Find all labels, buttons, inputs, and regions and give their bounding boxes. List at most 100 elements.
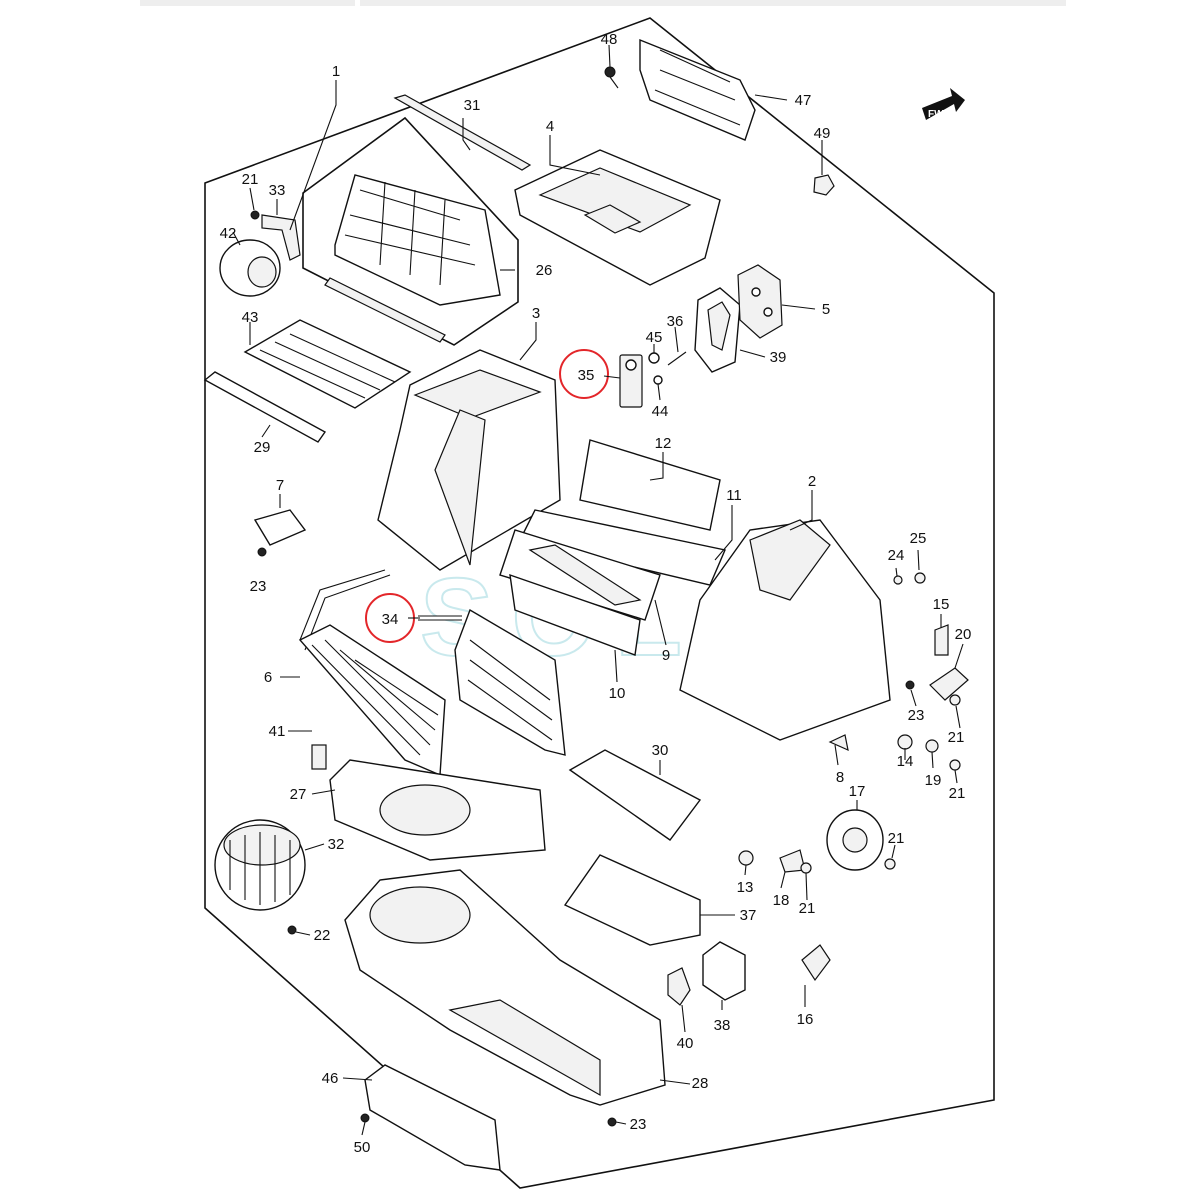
leader-lines (232, 44, 964, 1136)
label-part-48[interactable]: 48 (601, 31, 618, 48)
label-part-1[interactable]: 1 (332, 63, 340, 80)
part-39-shape (694, 287, 741, 373)
label-part-36[interactable]: 36 (667, 313, 684, 330)
fwd-arrow-icon: FWD (922, 88, 965, 120)
part-10-shape (509, 573, 641, 656)
part-9-shape (499, 529, 661, 621)
label-part-43[interactable]: 43 (242, 309, 259, 326)
top-strip-right (360, 0, 1066, 6)
label-part-21-right-b[interactable]: 21 (949, 785, 966, 802)
label-part-7[interactable]: 7 (276, 477, 284, 494)
label-part-11[interactable]: 11 (726, 487, 742, 504)
part-27-shape (329, 759, 546, 861)
part-3-shape (377, 349, 561, 571)
label-part-30[interactable]: 30 (652, 742, 669, 759)
label-part-14[interactable]: 14 (897, 753, 914, 770)
part-11-shape (518, 509, 726, 586)
part-30-shape (568, 749, 702, 841)
part-45-shape (648, 352, 660, 364)
label-part-17[interactable]: 17 (849, 783, 866, 800)
part-6-shape (298, 624, 446, 777)
evaporator-piping-shape (299, 569, 391, 651)
part-49-shape (813, 174, 835, 196)
label-part-15[interactable]: 15 (933, 596, 950, 613)
label-part-21-top[interactable]: 21 (242, 171, 259, 188)
label-part-37[interactable]: 37 (740, 907, 757, 924)
part-28-shape (344, 869, 666, 1106)
label-part-29[interactable]: 29 (254, 439, 271, 456)
label-part-8[interactable]: 8 (836, 769, 844, 786)
label-part-9[interactable]: 9 (662, 647, 670, 664)
part-41-shape (311, 744, 327, 770)
part-36-shape (667, 351, 687, 366)
label-part-20[interactable]: 20 (955, 626, 972, 643)
label-part-35[interactable]: 35 (578, 367, 595, 384)
part-47-shape (639, 38, 756, 141)
label-part-23-right[interactable]: 23 (908, 707, 925, 724)
label-part-21-right-a[interactable]: 21 (948, 729, 965, 746)
filter-housing-frame (302, 116, 519, 346)
assembly-frame (204, 17, 995, 1189)
part-35-shape (619, 354, 643, 408)
part-37-shape (563, 854, 701, 946)
label-part-21-bottom[interactable]: 21 (799, 900, 816, 917)
label-part-3[interactable]: 3 (532, 305, 540, 322)
label-part-38[interactable]: 38 (714, 1017, 731, 1034)
label-part-31[interactable]: 31 (464, 97, 481, 114)
label-part-23-bottom[interactable]: 23 (630, 1116, 647, 1133)
label-part-12[interactable]: 12 (655, 435, 672, 452)
label-part-21-right-c[interactable]: 21 (888, 830, 905, 847)
label-part-32[interactable]: 32 (328, 836, 345, 853)
part-43-shape (243, 319, 412, 409)
label-part-40[interactable]: 40 (677, 1035, 694, 1052)
label-part-6[interactable]: 6 (264, 669, 272, 686)
top-strip-left (140, 0, 355, 6)
label-part-19[interactable]: 19 (925, 772, 942, 789)
label-part-41[interactable]: 41 (269, 723, 286, 740)
part-5-shape (737, 264, 783, 339)
part-26-shape (324, 174, 501, 343)
part-4-shape (514, 149, 721, 286)
label-part-4[interactable]: 4 (546, 118, 554, 135)
label-part-33[interactable]: 33 (269, 182, 286, 199)
label-part-24[interactable]: 24 (888, 547, 905, 564)
label-part-18[interactable]: 18 (773, 892, 790, 909)
label-part-34[interactable]: 34 (382, 611, 399, 628)
part-7-shape (253, 509, 307, 546)
label-part-46[interactable]: 46 (322, 1070, 339, 1087)
fwd-label: FWD (928, 109, 951, 120)
part-44-shape (653, 375, 663, 385)
label-part-44[interactable]: 44 (652, 403, 669, 420)
part-42-shape (219, 239, 281, 297)
label-part-28[interactable]: 28 (692, 1075, 709, 1092)
label-part-42[interactable]: 42 (220, 225, 237, 242)
label-part-47[interactable]: 47 (795, 92, 812, 109)
part-38-shape (702, 941, 746, 1001)
label-part-27[interactable]: 27 (290, 786, 307, 803)
label-part-39[interactable]: 39 (770, 349, 787, 366)
label-part-5[interactable]: 5 (822, 301, 830, 318)
label-part-22[interactable]: 22 (314, 927, 331, 944)
label-part-2[interactable]: 2 (808, 473, 816, 490)
label-part-10[interactable]: 10 (609, 685, 626, 702)
part-46-shape (364, 1064, 501, 1171)
label-part-23-left[interactable]: 23 (250, 578, 267, 595)
label-part-50[interactable]: 50 (354, 1139, 371, 1156)
hardware-shapes (250, 210, 969, 1127)
label-part-13[interactable]: 13 (737, 879, 754, 896)
label-part-49[interactable]: 49 (814, 125, 831, 142)
part-48-shape (604, 66, 619, 89)
part-32-shape (214, 819, 306, 911)
label-part-26[interactable]: 26 (536, 262, 553, 279)
part-29-shape (203, 371, 327, 443)
label-part-25[interactable]: 25 (910, 530, 927, 547)
part-12-shape (579, 439, 721, 531)
part-labels: 1 2 3 4 5 6 7 8 9 10 11 12 13 14 15 16 1… (220, 31, 972, 1156)
part-17-shape (826, 809, 884, 871)
part-2-shape (679, 519, 891, 741)
label-part-45[interactable]: 45 (646, 329, 663, 346)
part-40-shape (667, 967, 691, 1006)
heater-core-shape (454, 608, 566, 756)
label-part-16[interactable]: 16 (797, 1011, 814, 1028)
